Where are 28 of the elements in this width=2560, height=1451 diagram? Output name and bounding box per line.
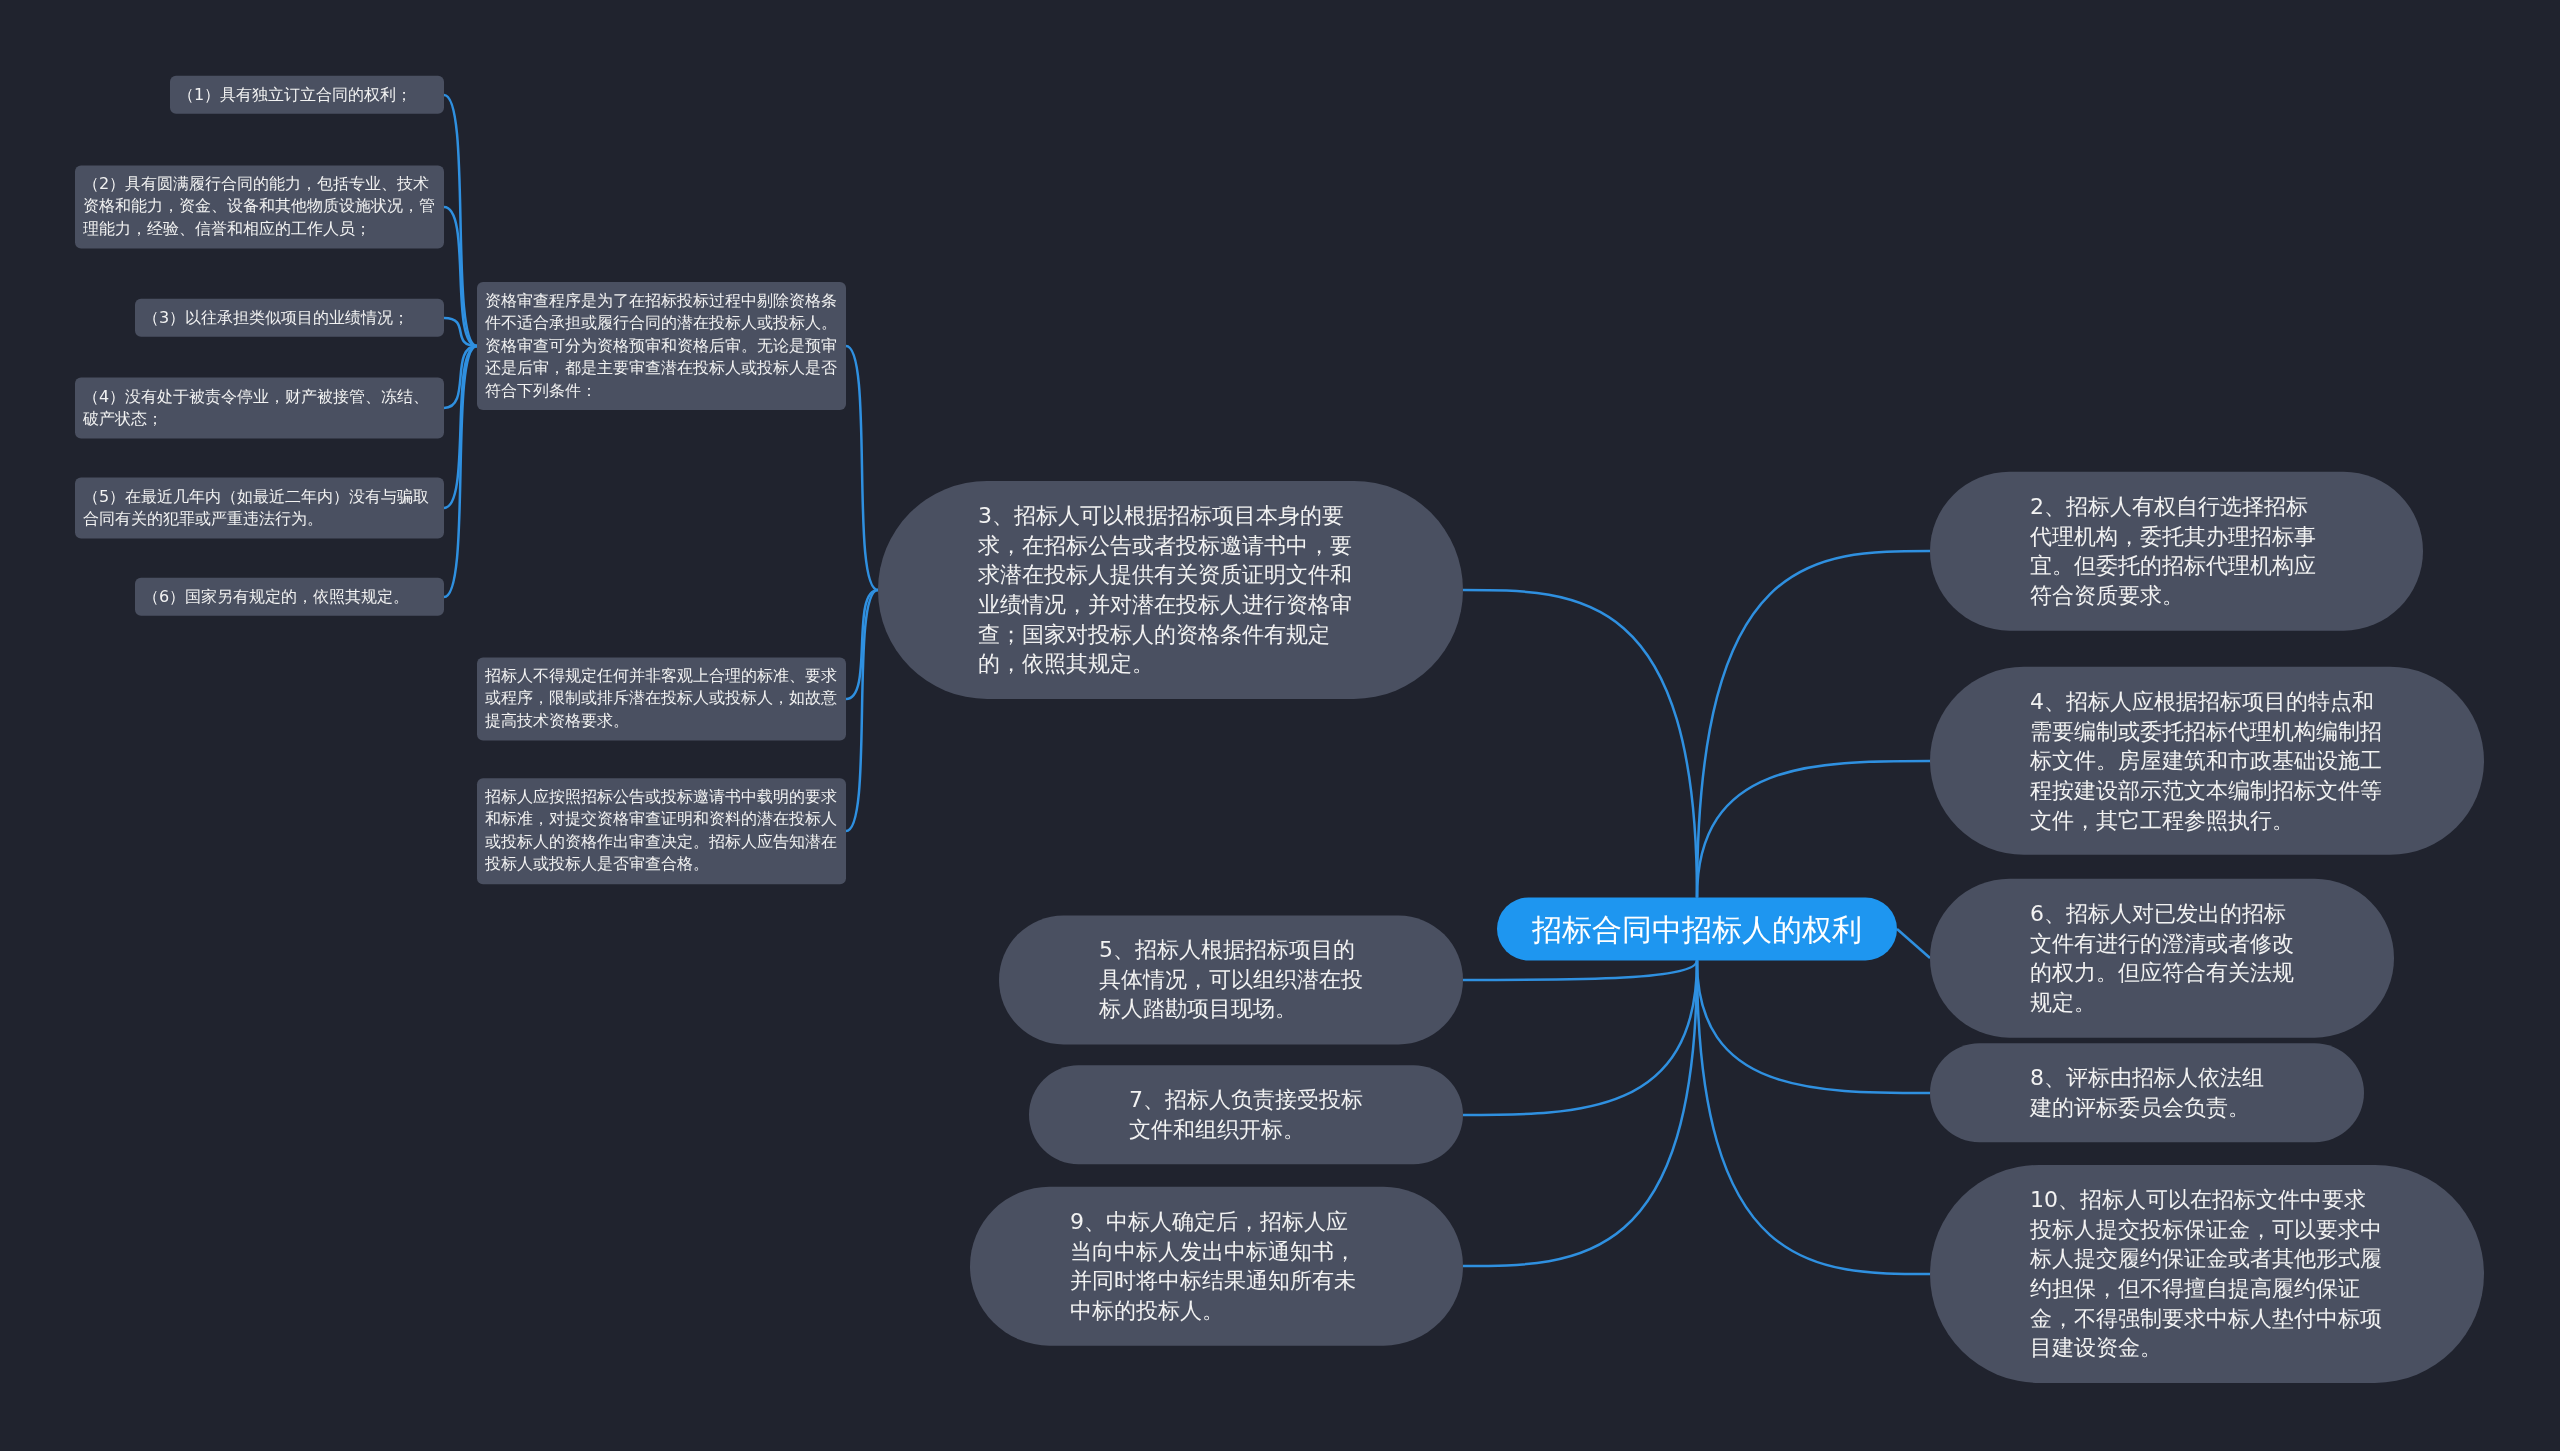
subtopic-card: 招标人应按照招标公告或投标邀请书中载明的要求和标准，对提交资格审查证明和资料的潜在投标人或投标人的资格作出审查决定。招标人应告知潜在投标人或投标人是否审查合格。 bbox=[477, 778, 846, 884]
subtopic-card: （6）国家另有规定的，依照其规定。 bbox=[135, 577, 444, 617]
connector-line bbox=[1695, 759, 1930, 898]
subtopic-card: 资格审查程序是为了在招标投标过程中剔除资格条件不适合承担或履行合同的潜在投标人或投标人。资格审查可分为资格预审和资格后审。无论是预审还是后审，都是主要审查潜在投标人或投标人是否符合下列条件： bbox=[477, 282, 846, 410]
topic-node: 2、招标人有权自行选择招标代理机构，委托其办理招标事宜。但委托的招标代理机构应符合资质要求。 bbox=[1930, 471, 2423, 631]
topic-node: 4、招标人应根据招标项目的特点和需要编制或委托招标代理机构编制招标文件。房屋建筑和市政基础设施工程按建设部示范文本编制招标文件等文件，其它工程参照执行。 bbox=[1930, 666, 2484, 856]
subtopic-card: （3）以往承担类似项目的业绩情况； bbox=[135, 298, 444, 338]
connector-line bbox=[443, 94, 478, 347]
connector-line bbox=[1695, 960, 1930, 1276]
central-topic: 招标合同中招标人的权利 bbox=[1497, 897, 1897, 961]
topic-node: 9、中标人确定后，招标人应当向中标人发出中标通知书，并同时将中标结果通知所有未中标的投标人。 bbox=[970, 1186, 1463, 1346]
connector-line bbox=[1463, 959, 1699, 982]
subtopic-card: （2）具有圆满履行合同的能力，包括专业、技术资格和能力，资金、设备和其他物质设施状况，管理能力，经验、信誉和相应的工作人员； bbox=[75, 165, 444, 249]
topic-node: 3、招标人可以根据招标项目本身的要求，在招标公告或者投标邀请书中，要求潜在投标人提供有关资质证明文件和业绩情况，并对潜在投标人进行资格审查；国家对投标人的资格条件有规定的，依照其规定。 bbox=[878, 480, 1463, 700]
connector-line bbox=[1896, 928, 1931, 959]
topic-node: 10、招标人可以在招标文件中要求投标人提交投标保证金，可以要求中标人提交履约保证金或者其他形式履约担保，但不得擅自提高履约保证金，不得强制要求中标人垫付中标项目建设资金。 bbox=[1930, 1164, 2484, 1384]
topic-node: 6、招标人对已发出的招标文件有进行的澄清或者修改的权力。但应符合有关法规规定。 bbox=[1930, 878, 2394, 1038]
subtopic-card: 招标人不得规定任何并非客观上合理的标准、要求或程序，限制或排斥潜在投标人或投标人，如故意提高技术资格要求。 bbox=[477, 657, 846, 741]
subtopic-card: （5）在最近几年内（如最近二年内）没有与骗取合同有关的犯罪或严重违法行为。 bbox=[75, 477, 444, 539]
topic-node: 8、评标由招标人依法组建的评标委员会负责。 bbox=[1930, 1043, 2364, 1143]
connector-line bbox=[443, 345, 478, 598]
subtopic-card: （1）具有独立订立合同的权利； bbox=[170, 75, 444, 115]
connector-line bbox=[845, 589, 879, 832]
subtopic-card: （4）没有处于被责令停业，财产被接管、冻结、破产状态； bbox=[75, 377, 444, 439]
topic-node: 7、招标人负责接受投标文件和组织开标。 bbox=[1029, 1065, 1463, 1165]
topic-node: 5、招标人根据招标项目的具体情况，可以组织潜在投标人踏勘项目现场。 bbox=[999, 915, 1463, 1045]
connector-line bbox=[845, 345, 879, 591]
connector-line bbox=[443, 205, 478, 348]
